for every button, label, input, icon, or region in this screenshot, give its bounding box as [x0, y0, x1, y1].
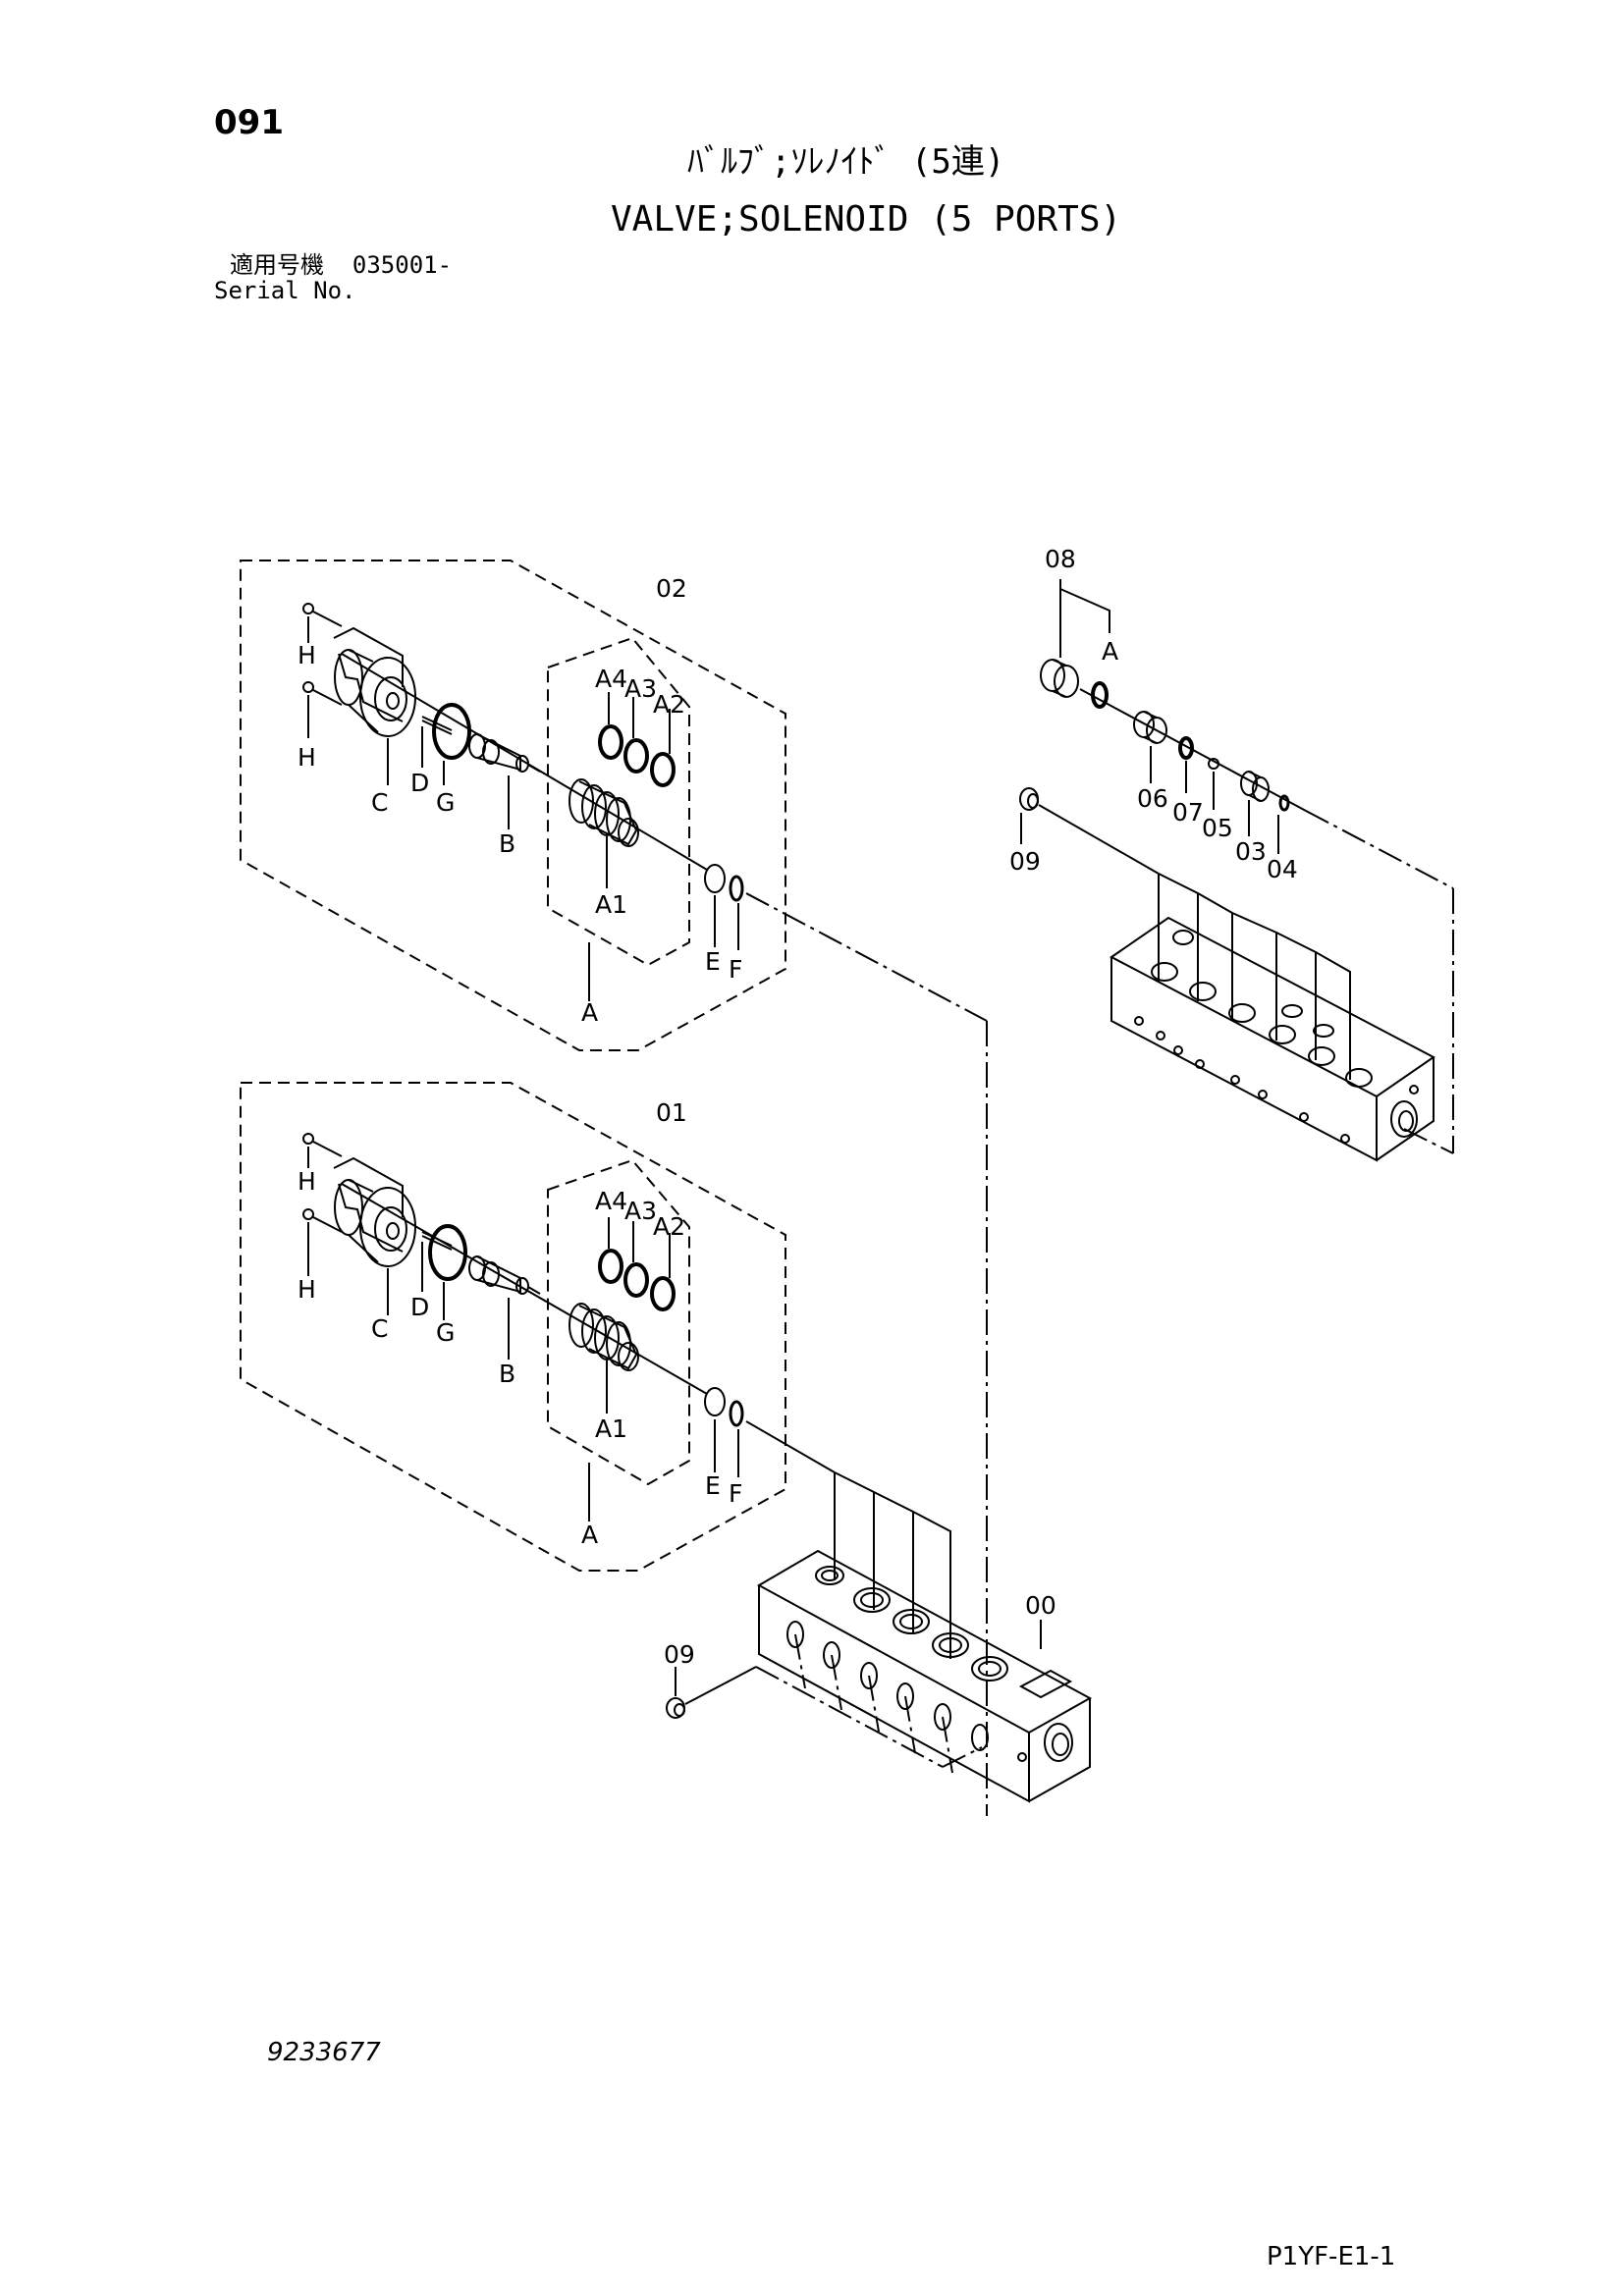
serial-value: 035001- [352, 251, 453, 279]
callout-c: C [371, 788, 388, 817]
bolt-part [302, 603, 343, 627]
callout-g: G [436, 1318, 455, 1347]
callout-a2: A2 [653, 1212, 685, 1241]
page-code: P1YF-E1-1 [1267, 2242, 1396, 2271]
serial-label-jp: 適用号機 [230, 251, 324, 279]
spool-part [468, 1255, 541, 1295]
spool-part [468, 733, 541, 773]
callout-09: 09 [1009, 847, 1041, 876]
callout-e: E [705, 1471, 721, 1500]
o-ring-part [428, 1224, 467, 1281]
bolt-part [302, 681, 343, 706]
o-ring-part [623, 1262, 649, 1298]
o-ring-part [650, 1276, 676, 1311]
solenoid-coil-part [333, 1156, 416, 1267]
serial-label-en: Serial No. [214, 277, 356, 304]
bolt-part [302, 1133, 343, 1157]
callout-e: E [705, 947, 721, 976]
callout-02: 02 [656, 574, 687, 603]
callout-f: F [729, 1479, 742, 1508]
solenoid-assembly-01 [240, 1082, 951, 1659]
callout-a: A [1102, 637, 1118, 666]
callout-b: B [499, 1360, 515, 1388]
cartridge-part [568, 778, 639, 847]
o-ring-part [432, 703, 471, 760]
o-ring-part [729, 1400, 744, 1427]
callout-h: H [298, 641, 316, 669]
o-ring-part [1278, 794, 1290, 812]
backup-ring-part [704, 864, 726, 893]
drawing-number: 9233677 [267, 2038, 381, 2067]
callout-07: 07 [1172, 798, 1204, 827]
callout-c: C [371, 1314, 388, 1343]
title-english: VALVE;SOLENOID (5 PORTS) [611, 199, 1122, 240]
callout-a3: A3 [624, 674, 657, 703]
o-ring-part [598, 724, 623, 760]
o-ring-part [729, 875, 744, 902]
o-ring-part [1178, 736, 1194, 760]
callout-a1: A1 [595, 890, 627, 919]
o-ring-part [623, 738, 649, 774]
callout-04: 04 [1267, 855, 1298, 883]
cartridge-boundary [547, 1158, 690, 1486]
callout-h: H [298, 743, 316, 772]
callout-01: 01 [656, 1098, 687, 1127]
relief-parts-detail [1019, 579, 1454, 1162]
cartridge-boundary [547, 636, 690, 967]
assembly-boundary [240, 1082, 786, 1572]
callout-a: A [581, 1521, 598, 1549]
callout-a: A [581, 998, 598, 1027]
solenoid-assembly-02 [240, 560, 988, 1816]
bolt-part [302, 1208, 343, 1233]
callout-g: G [436, 788, 455, 817]
solenoid-coil-part [333, 626, 416, 737]
plug-part [1040, 659, 1079, 698]
o-ring-part [650, 752, 676, 787]
callout-h: H [298, 1167, 316, 1196]
callout-08: 08 [1045, 545, 1076, 573]
callout-05: 05 [1202, 814, 1233, 842]
o-ring-part [598, 1249, 623, 1284]
seat-part [1133, 711, 1167, 744]
callout-a4: A4 [595, 665, 627, 693]
callout-03: 03 [1235, 837, 1267, 866]
callout-h: H [298, 1275, 316, 1304]
callout-f: F [729, 955, 742, 984]
callout-d: D [410, 769, 429, 797]
spring-part [1240, 771, 1270, 802]
serial-line: 適用号機 035001- [230, 253, 452, 277]
callout-a2: A2 [653, 690, 685, 719]
callout-06: 06 [1137, 784, 1168, 813]
assembly-boundary [240, 560, 786, 1051]
title-japanese: ﾊﾞﾙﾌﾞ;ｿﾚﾉｲﾄﾞ (5連) [687, 142, 1005, 182]
callout-a1: A1 [595, 1415, 627, 1443]
cartridge-part [568, 1303, 639, 1371]
callout-00: 00 [1025, 1591, 1056, 1620]
manifold-block-top [1110, 916, 1435, 1162]
callout-a4: A4 [595, 1187, 627, 1215]
callout-09: 09 [664, 1640, 695, 1669]
callout-a3: A3 [624, 1197, 657, 1225]
manifold-block-00 [666, 1549, 1093, 1803]
page-number: 091 [214, 103, 284, 142]
callout-d: D [410, 1293, 429, 1321]
callout-b: B [499, 829, 515, 858]
backup-ring-part [704, 1387, 726, 1416]
name-plate [1018, 1669, 1073, 1699]
